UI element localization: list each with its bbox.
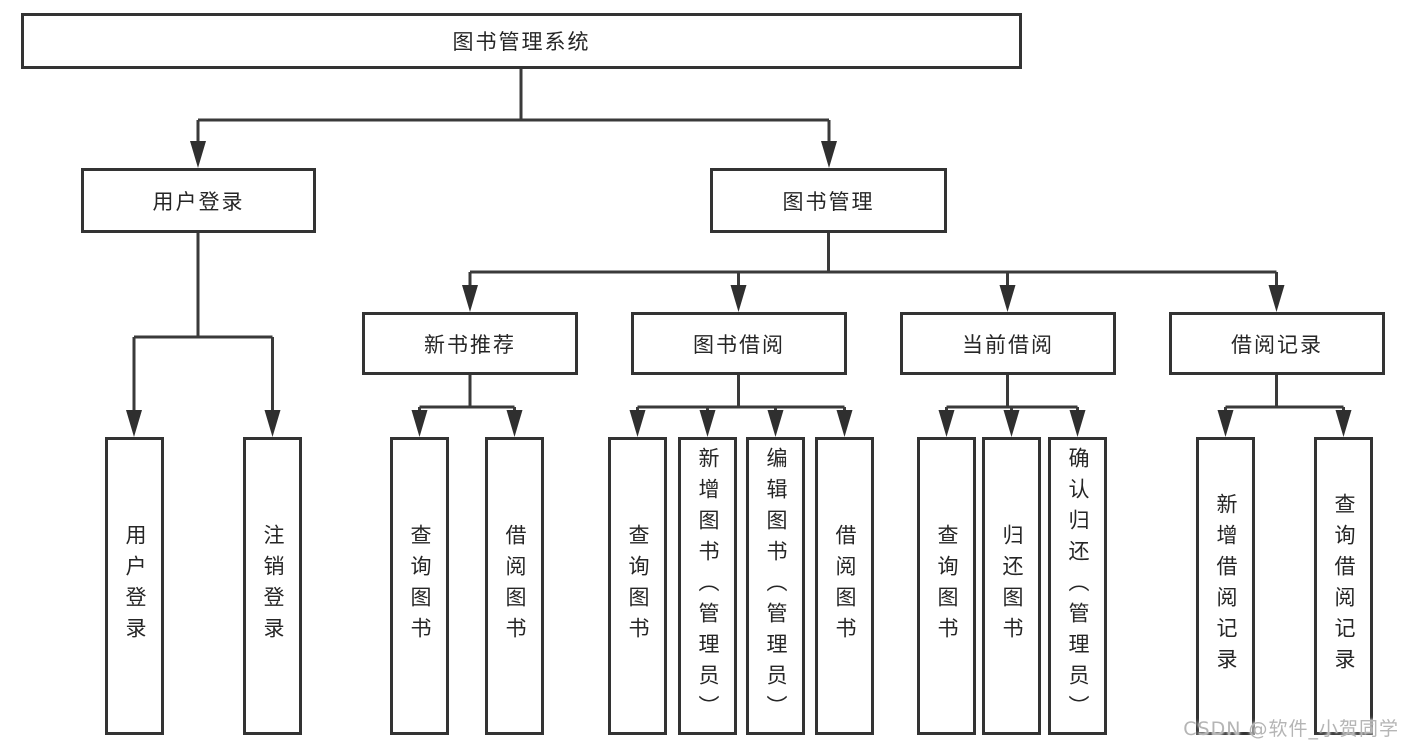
node-label: 新书推荐: [424, 332, 516, 357]
node-label: 图书借阅: [693, 332, 785, 357]
leaf-query-books-current: 查询图书: [917, 437, 976, 735]
leaf-label: 注销登录: [261, 524, 285, 648]
leaf-query-books-recommend: 查询图书: [390, 437, 449, 735]
node-book-management: 图书管理: [710, 168, 947, 233]
leaf-label: 用户登录: [123, 524, 147, 648]
leaf-label: 编辑图书（管理员）: [764, 446, 788, 726]
node-label: 图书管理: [782, 189, 875, 214]
node-label: 图书管理系统: [452, 30, 591, 54]
leaf-borrow-books: 借阅图书: [815, 437, 874, 735]
leaf-label: 确认归还（管理员）: [1066, 446, 1090, 726]
leaf-label: 借阅图书: [503, 524, 527, 648]
leaf-user-login: 用户登录: [105, 437, 164, 735]
leaf-add-books-admin: 新增图书（管理员）: [678, 437, 737, 735]
leaf-query-borrow-record: 查询借阅记录: [1314, 437, 1373, 735]
node-library-management-system: 图书管理系统: [21, 13, 1022, 69]
leaf-return-books: 归还图书: [982, 437, 1041, 735]
leaf-logout: 注销登录: [243, 437, 302, 735]
leaf-label: 查询图书: [935, 524, 959, 648]
leaf-label: 归还图书: [1000, 524, 1024, 648]
leaf-borrow-books-recommend: 借阅图书: [485, 437, 544, 735]
leaf-query-books-borrowing: 查询图书: [608, 437, 667, 735]
node-borrowing-records: 借阅记录: [1169, 312, 1385, 375]
leaf-label: 查询图书: [408, 524, 432, 648]
leaf-label: 新增借阅记录: [1214, 493, 1238, 679]
node-label: 用户登录: [152, 189, 245, 214]
leaf-label: 查询图书: [626, 524, 650, 648]
csdn-watermark: CSDN @软件_小贺同学: [1183, 718, 1399, 740]
node-label: 当前借阅: [962, 332, 1054, 357]
leaf-label: 查询借阅记录: [1332, 493, 1356, 679]
node-label: 借阅记录: [1231, 332, 1323, 357]
leaf-confirm-return-admin: 确认归还（管理员）: [1048, 437, 1107, 735]
leaf-label: 新增图书（管理员）: [696, 446, 720, 726]
node-user-login: 用户登录: [81, 168, 316, 233]
node-new-book-recommendation: 新书推荐: [362, 312, 578, 375]
leaf-label: 借阅图书: [833, 524, 857, 648]
leaf-add-borrow-record: 新增借阅记录: [1196, 437, 1255, 735]
node-book-borrowing: 图书借阅: [631, 312, 847, 375]
leaf-edit-books-admin: 编辑图书（管理员）: [746, 437, 805, 735]
node-current-borrowing: 当前借阅: [900, 312, 1116, 375]
arrowhead-icons: [126, 141, 1352, 437]
